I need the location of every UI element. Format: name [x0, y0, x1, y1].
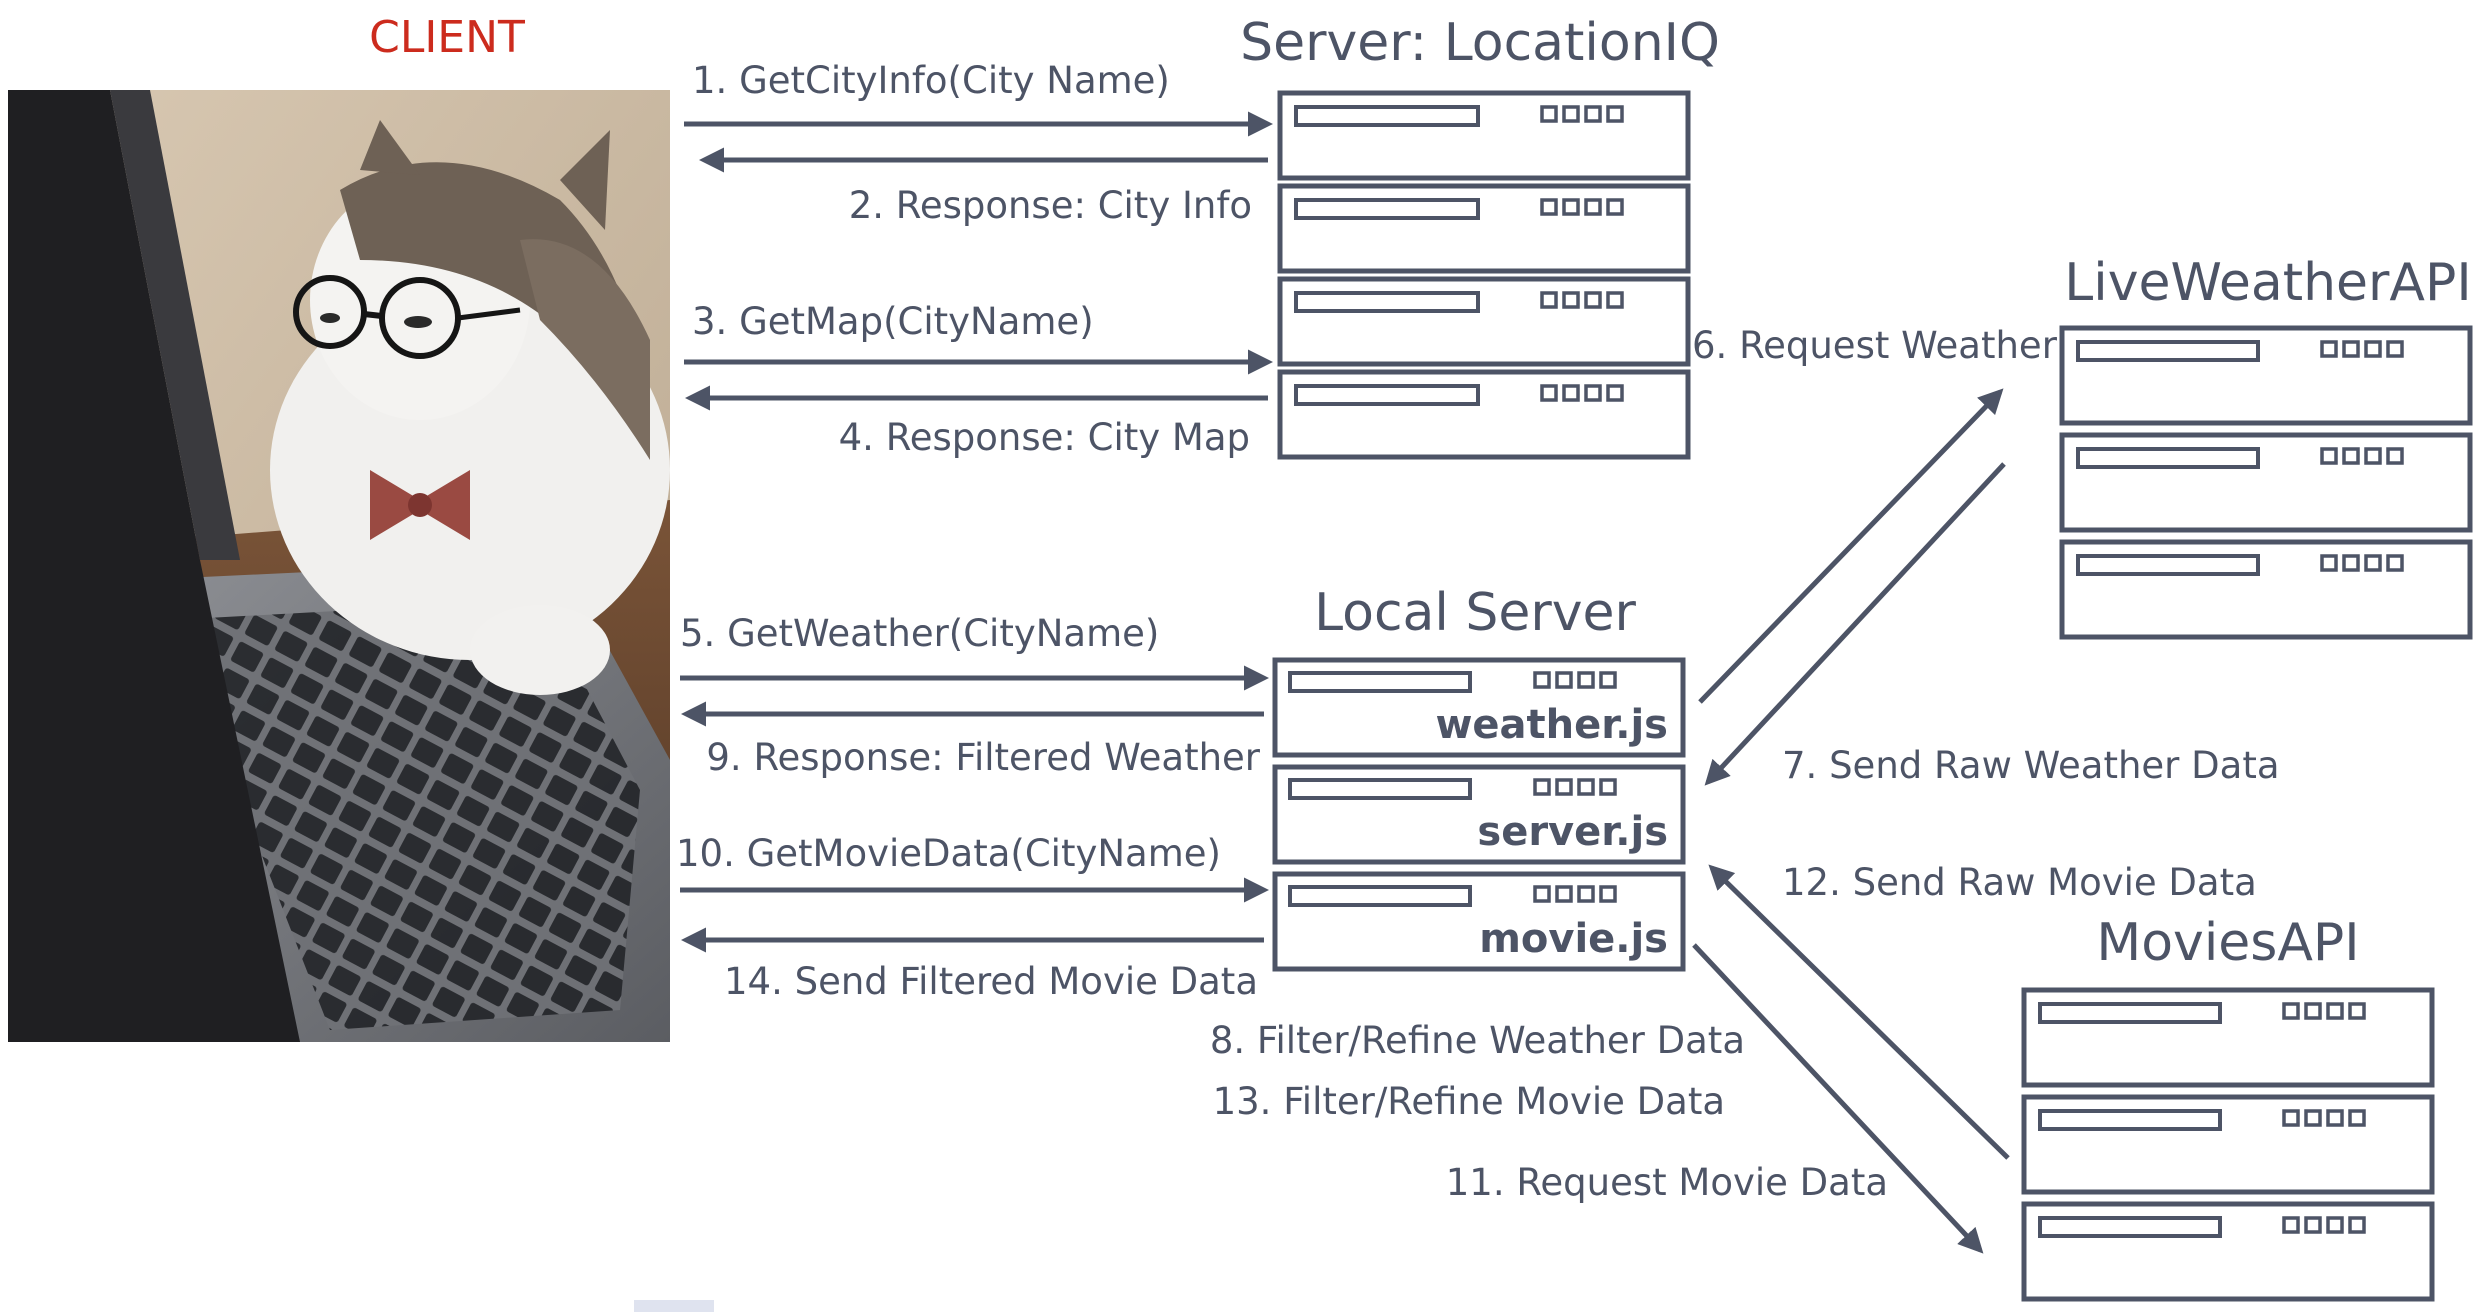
step-8-label: 8. Filter/Refine Weather Data [1210, 1019, 1745, 1062]
step-labels: 1. GetCityInfo(City Name) 2. Response: C… [676, 59, 2280, 1204]
client-photo [8, 90, 670, 1042]
server-rack-icon [1277, 183, 1691, 274]
step-2-label: 2. Response: City Info [849, 184, 1252, 227]
liveweather-title: LiveWeatherAPI [2064, 253, 2471, 313]
bottom-strip [634, 1300, 714, 1312]
step-12-label: 12. Send Raw Movie Data [1782, 861, 2257, 904]
server-rack-icon [2021, 1201, 2435, 1302]
step-13-label: 13. Filter/Refine Movie Data [1213, 1080, 1725, 1123]
locationiq-title: Server: LocationIQ [1240, 13, 1720, 73]
arrow-step-12 [1708, 864, 2010, 1160]
server-rack-icon [2021, 987, 2435, 1088]
file-label-movie: movie.js [1479, 916, 1668, 962]
step-9-label: 9. Response: Filtered Weather [706, 736, 1260, 779]
step-7-label: 7. Send Raw Weather Data [1782, 744, 2280, 787]
step-5-label: 5. GetWeather(CityName) [680, 612, 1159, 655]
step-1-label: 1. GetCityInfo(City Name) [692, 59, 1170, 102]
step-10-label: 10. GetMovieData(CityName) [676, 832, 1221, 875]
arrow-step-7 [1704, 462, 2006, 786]
movies-server-stack [2021, 987, 2435, 1302]
arrow-step-11 [1692, 943, 1984, 1254]
step-3-label: 3. GetMap(CityName) [692, 300, 1094, 343]
local-server-title: Local Server [1314, 583, 1636, 643]
server-rack-icon [2059, 539, 2473, 640]
step-14-label: 14. Send Filtered Movie Data [724, 960, 1258, 1003]
client-label: CLIENT [369, 12, 525, 63]
arrow-step-6 [1698, 388, 2004, 704]
local-server-stack: weather.js server.js movie.js [1272, 657, 1686, 972]
server-rack-icon [1277, 369, 1691, 460]
step-11-label: 11. Request Movie Data [1446, 1161, 1888, 1204]
server-rack-icon [1277, 276, 1691, 367]
step-4-label: 4. Response: City Map [839, 416, 1250, 459]
server-rack-icon: server.js [1272, 764, 1686, 865]
server-rack-icon [2059, 325, 2473, 426]
flow-arrows [680, 111, 2010, 1254]
cat-illustration [270, 120, 670, 695]
file-label-server: server.js [1477, 809, 1668, 855]
step-6-label: 6. Request Weather [1692, 324, 2058, 367]
liveweather-server-stack [2059, 325, 2473, 640]
movies-title: MoviesAPI [2096, 913, 2359, 973]
server-rack-icon: weather.js [1272, 657, 1686, 758]
server-rack-icon [2059, 432, 2473, 533]
locationiq-server-stack [1277, 90, 1691, 460]
server-rack-icon [1277, 90, 1691, 181]
file-label-weather: weather.js [1435, 702, 1668, 748]
server-rack-icon: movie.js [1272, 871, 1686, 972]
server-rack-icon [2021, 1094, 2435, 1195]
